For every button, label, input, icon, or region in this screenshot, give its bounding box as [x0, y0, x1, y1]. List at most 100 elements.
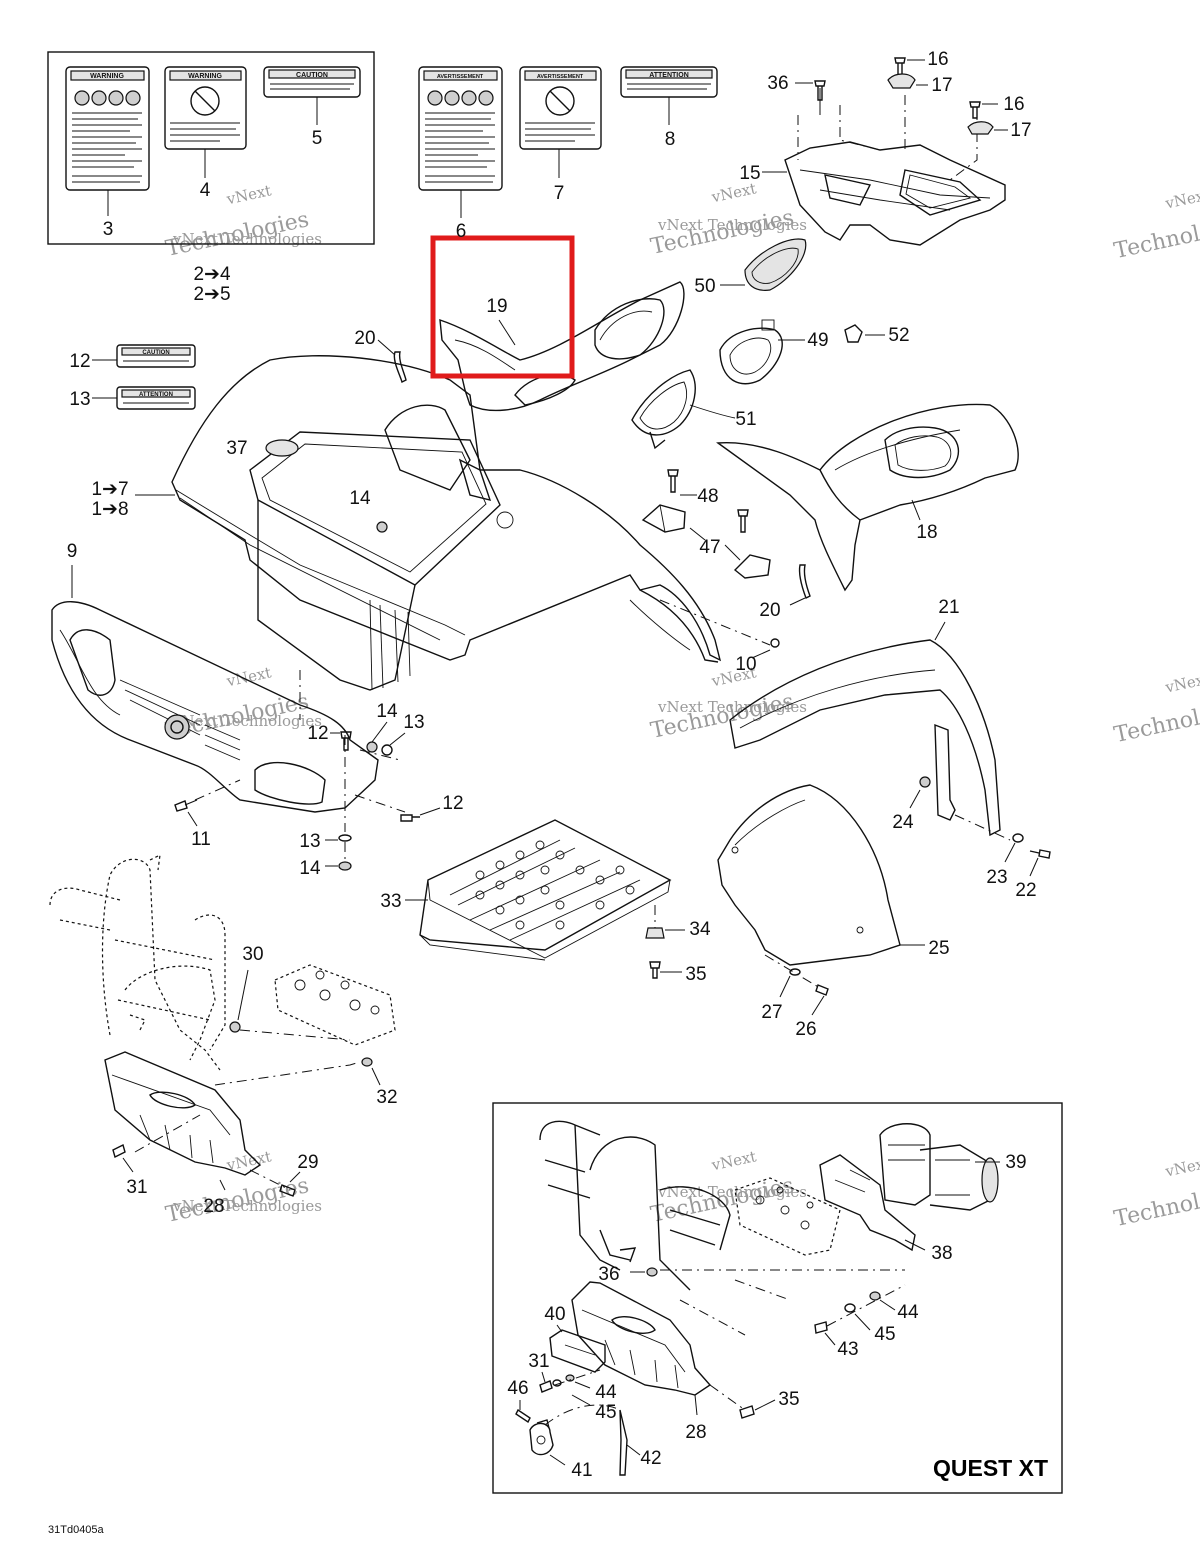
callout-31-inset: 31: [528, 1351, 549, 1372]
callout-10: 10: [735, 654, 756, 675]
callout-1-to-7: 1➔7: [91, 479, 128, 500]
drawing-code: 31Td0405a: [48, 1524, 105, 1536]
callout-38: 38: [931, 1243, 952, 1264]
watermark-line1: vNext: [224, 663, 273, 690]
label-13-title: ATTENTION: [139, 392, 173, 398]
watermark-line1: vNext: [1163, 186, 1200, 213]
clips-20: [377, 339, 811, 606]
warning-labels-box-left: WARNING WARNING: [47, 51, 375, 245]
callout-24: 24: [892, 812, 914, 833]
label-12-title: CAUTION: [142, 350, 169, 356]
watermark-line3: vNext Technologies: [657, 216, 807, 234]
callout-3: 3: [103, 219, 114, 240]
front-skid-28: [104, 1051, 301, 1197]
callout-33: 33: [380, 891, 401, 912]
label-8-title: ATTENTION: [649, 72, 689, 79]
callout-21: 21: [938, 597, 959, 618]
callout-34: 34: [689, 919, 711, 940]
front-bumper-guard: [49, 853, 396, 1086]
callout-13-mid: 13: [403, 712, 424, 733]
label-6-title: AVERTISSEMENT: [437, 74, 484, 80]
callout-36-inset: 36: [598, 1264, 619, 1285]
callout-14-top: 14: [349, 488, 371, 509]
watermark-line2: Technologies: [1112, 1177, 1200, 1232]
callout-51: 51: [735, 409, 756, 430]
callout-11: 11: [191, 829, 211, 850]
skid-plate-holes: [449, 839, 641, 941]
callout-14-low: 14: [299, 858, 321, 879]
callout-45-inset: 45: [595, 1402, 616, 1423]
callout-47: 47: [699, 537, 720, 558]
callout-30: 30: [242, 944, 263, 965]
callout-16-a: 16: [927, 49, 948, 70]
label-3: WARNING: [65, 66, 150, 191]
part-25-mud-guard: [717, 784, 925, 1016]
cap-37: [265, 439, 299, 457]
callout-22: 22: [1015, 880, 1036, 901]
bumper-fasteners: [174, 670, 441, 871]
trim-pieces-49-52: [631, 238, 885, 450]
watermark-line3: vNext Technologies: [172, 712, 322, 730]
callout-29: 29: [297, 1152, 318, 1173]
front-fender-body: [135, 355, 722, 691]
watermark-line3: vNext Technologies: [172, 1197, 322, 1215]
callout-20-right: 20: [759, 600, 780, 621]
label-4: WARNING: [164, 66, 247, 150]
callout-32: 32: [376, 1087, 397, 1108]
callout-48: 48: [697, 486, 718, 507]
callout-43: 43: [837, 1339, 858, 1360]
callout-17-a: 17: [931, 75, 952, 96]
callout-46: 46: [507, 1378, 528, 1399]
callout-2-to-4: 2➔4: [193, 264, 230, 285]
front-bumper-9: [51, 565, 379, 813]
callout-44-right: 44: [897, 1302, 919, 1323]
watermark-line3: vNext Technologies: [172, 230, 322, 248]
part-15-rear-shield: [762, 88, 1006, 246]
quest-xt-inset: QUEST XT: [492, 1102, 1063, 1494]
watermark-line1: vNext: [224, 181, 273, 208]
watermark-9: vNext Technologies: [1112, 1154, 1200, 1233]
callout-37: 37: [226, 438, 247, 459]
watermark-line1: vNext: [1163, 1154, 1200, 1181]
callout-44-inset: 44: [595, 1382, 617, 1403]
callout-35-inset: 35: [778, 1389, 799, 1410]
label-5: CAUTION: [263, 66, 361, 98]
callout-45-right: 45: [874, 1324, 895, 1345]
callout-25: 25: [928, 938, 949, 959]
callout-52: 52: [888, 325, 909, 346]
watermark-7: vNext Technologies: [1112, 186, 1200, 265]
screw-10: [659, 599, 780, 659]
callout-41: 41: [571, 1460, 592, 1481]
callout-15: 15: [739, 163, 760, 184]
fasteners-top-right: [795, 57, 1008, 135]
callout-18: 18: [916, 522, 937, 543]
watermark-8: vNext Technologies: [1112, 670, 1200, 749]
label-8: ATTENTION: [620, 66, 718, 98]
callout-13-label: 13: [69, 389, 90, 410]
watermark-line1: vNext: [709, 1147, 758, 1174]
callout-40: 40: [544, 1304, 565, 1325]
watermark-line3: vNext Technologies: [657, 1183, 807, 1201]
highlight-box-part-19: [430, 235, 575, 379]
callout-2-to-5: 2➔5: [193, 284, 230, 305]
watermark-line2: Technologies: [1112, 209, 1200, 264]
callouts: 3 4 5 6 7 8 2➔4 2➔5 12 13 20 19 37 1➔7 1…: [67, 49, 1037, 1481]
callout-39: 39: [1005, 1152, 1026, 1173]
part-33-skid-plate: [405, 819, 685, 979]
callout-12-mid: 12: [307, 723, 328, 744]
callout-4: 4: [200, 180, 211, 201]
inset-title: QUEST XT: [933, 1455, 1048, 1481]
callout-7: 7: [554, 183, 565, 204]
callout-20-top: 20: [354, 328, 375, 349]
brackets-47-48: [641, 469, 771, 579]
watermark-line2: Technologies: [1112, 693, 1200, 748]
callout-19: 19: [486, 296, 507, 317]
callout-12-label: 12: [69, 351, 90, 372]
callout-12-right: 12: [442, 793, 463, 814]
callout-50: 50: [694, 276, 715, 297]
callout-42: 42: [640, 1448, 661, 1469]
watermark-line3: vNext Technologies: [657, 698, 807, 716]
callout-1-to-8: 1➔8: [91, 499, 128, 520]
part-19-shroud: [439, 281, 685, 412]
